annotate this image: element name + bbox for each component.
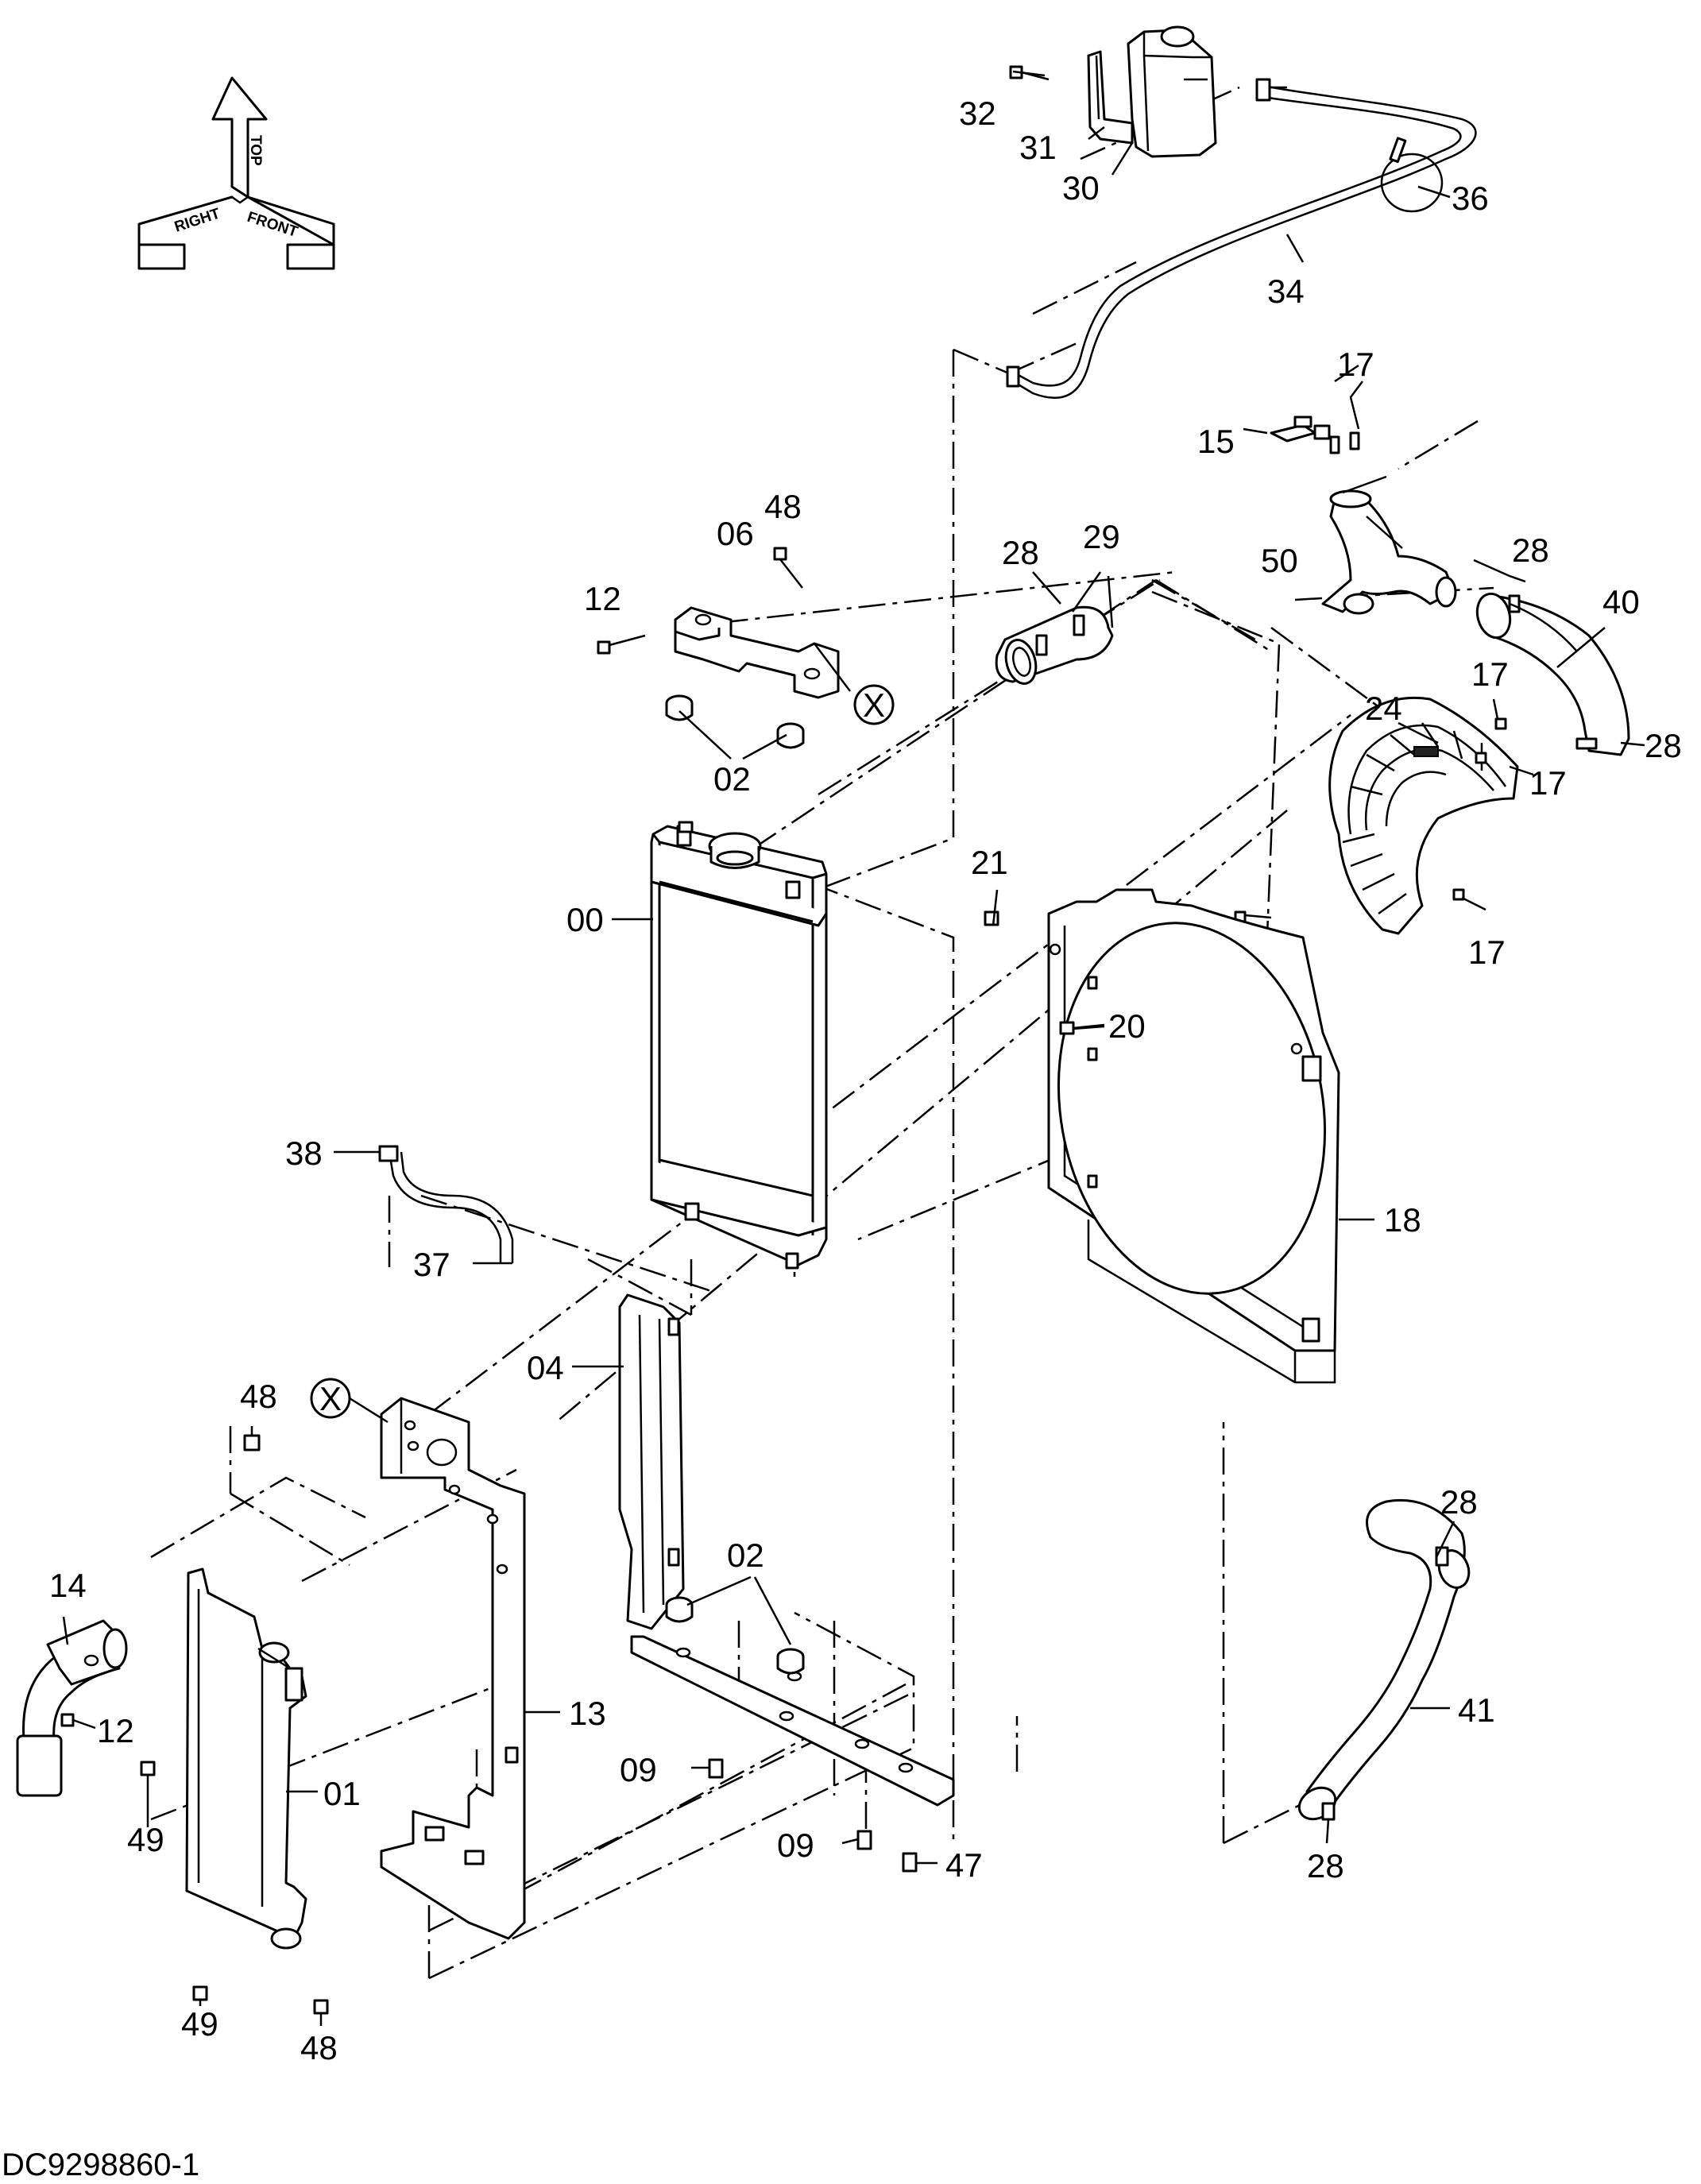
mounting-frame (185, 1567, 307, 1950)
callout-50: 50 (1261, 542, 1298, 579)
callout-20: 20 (1108, 1007, 1146, 1045)
callout-40: 40 (1602, 583, 1640, 620)
callout-numbers: 32 31 30 36 34 17 15 50 28 40 28 17 24 1… (49, 95, 1682, 2066)
reference-x-lower-label: X (319, 1380, 342, 1417)
front-arrow (246, 195, 335, 270)
callout-17-top: 17 (1337, 346, 1374, 383)
callout-06: 06 (717, 515, 754, 552)
reference-x-upper: X (853, 684, 895, 725)
upper-rubber-mounts (665, 694, 805, 749)
elbow-pipe (16, 1619, 128, 1797)
callout-41: 41 (1458, 1691, 1495, 1729)
callout-31: 31 (1019, 129, 1057, 166)
callout-48-left: 48 (240, 1378, 277, 1415)
callout-48-top: 48 (764, 488, 802, 525)
right-arrow-label: RIGHT (172, 205, 222, 235)
callout-21: 21 (971, 844, 1008, 881)
water-pipe (1270, 416, 1457, 615)
callout-49-left: 49 (127, 1821, 164, 1858)
top-arrow (211, 76, 268, 199)
callout-28-hose41-bottom: 28 (1307, 1847, 1344, 1884)
drain-hose (378, 1145, 514, 1265)
callout-15: 15 (1197, 423, 1235, 460)
callout-18: 18 (1384, 1201, 1421, 1239)
callout-28-hose40: 28 (1645, 727, 1682, 764)
fan-shroud (1047, 888, 1340, 1384)
drawing-id: DC9298860-1 (2, 2147, 199, 2182)
callout-28-hose41-top: 28 (1440, 1483, 1478, 1521)
callout-32: 32 (959, 95, 996, 132)
callout-34: 34 (1267, 273, 1305, 310)
reference-x-upper-label: X (863, 686, 885, 724)
lower-radiator-hose (1297, 1498, 1471, 1821)
orientation-indicator: TOP RIGHT FRONT (137, 76, 335, 270)
callout-30: 30 (1062, 169, 1100, 207)
callout-47: 47 (945, 1846, 983, 1884)
callout-49-bottom: 49 (181, 2005, 218, 2043)
callout-17-guard-low: 17 (1468, 934, 1506, 971)
callout-14: 14 (49, 1567, 87, 1604)
callout-09-right: 09 (777, 1826, 814, 1864)
expansion-tank (1087, 25, 1217, 158)
callout-17-guard-mid: 17 (1529, 764, 1567, 802)
callout-09-left: 09 (620, 1751, 657, 1788)
leader-lines (62, 70, 1645, 2026)
callout-24: 24 (1365, 690, 1402, 727)
callout-01: 01 (323, 1775, 361, 1812)
radiator-core (650, 821, 828, 1270)
upper-radiator-hose (995, 605, 1114, 685)
callout-28-pipe: 28 (1512, 532, 1549, 569)
callout-02-bottom: 02 (727, 1537, 764, 1574)
callout-48-bottom: 48 (300, 2029, 338, 2066)
callout-17-guard-top: 17 (1471, 655, 1509, 693)
callout-37: 37 (413, 1246, 450, 1283)
reference-x-lower: X (310, 1378, 351, 1419)
upper-bracket (597, 547, 840, 699)
callout-12-left: 12 (97, 1712, 134, 1749)
callout-28-hose29: 28 (1002, 534, 1039, 571)
fan-guard (1328, 696, 1519, 935)
callout-02-top: 02 (713, 760, 751, 798)
callout-04: 04 (527, 1349, 564, 1386)
callout-12-top: 12 (584, 580, 621, 617)
callout-00: 00 (566, 901, 604, 938)
lower-inlet-hose (1475, 592, 1630, 756)
top-arrow-label: TOP (247, 135, 264, 166)
side-seal (618, 1293, 685, 1630)
callout-38: 38 (285, 1135, 323, 1172)
callout-36: 36 (1452, 180, 1489, 217)
right-arrow (137, 195, 234, 270)
base-plate (630, 1596, 955, 1807)
callout-29: 29 (1083, 518, 1120, 555)
side-bracket (380, 1397, 526, 1940)
overflow-hose (1006, 78, 1477, 400)
callout-13: 13 (569, 1695, 606, 1732)
